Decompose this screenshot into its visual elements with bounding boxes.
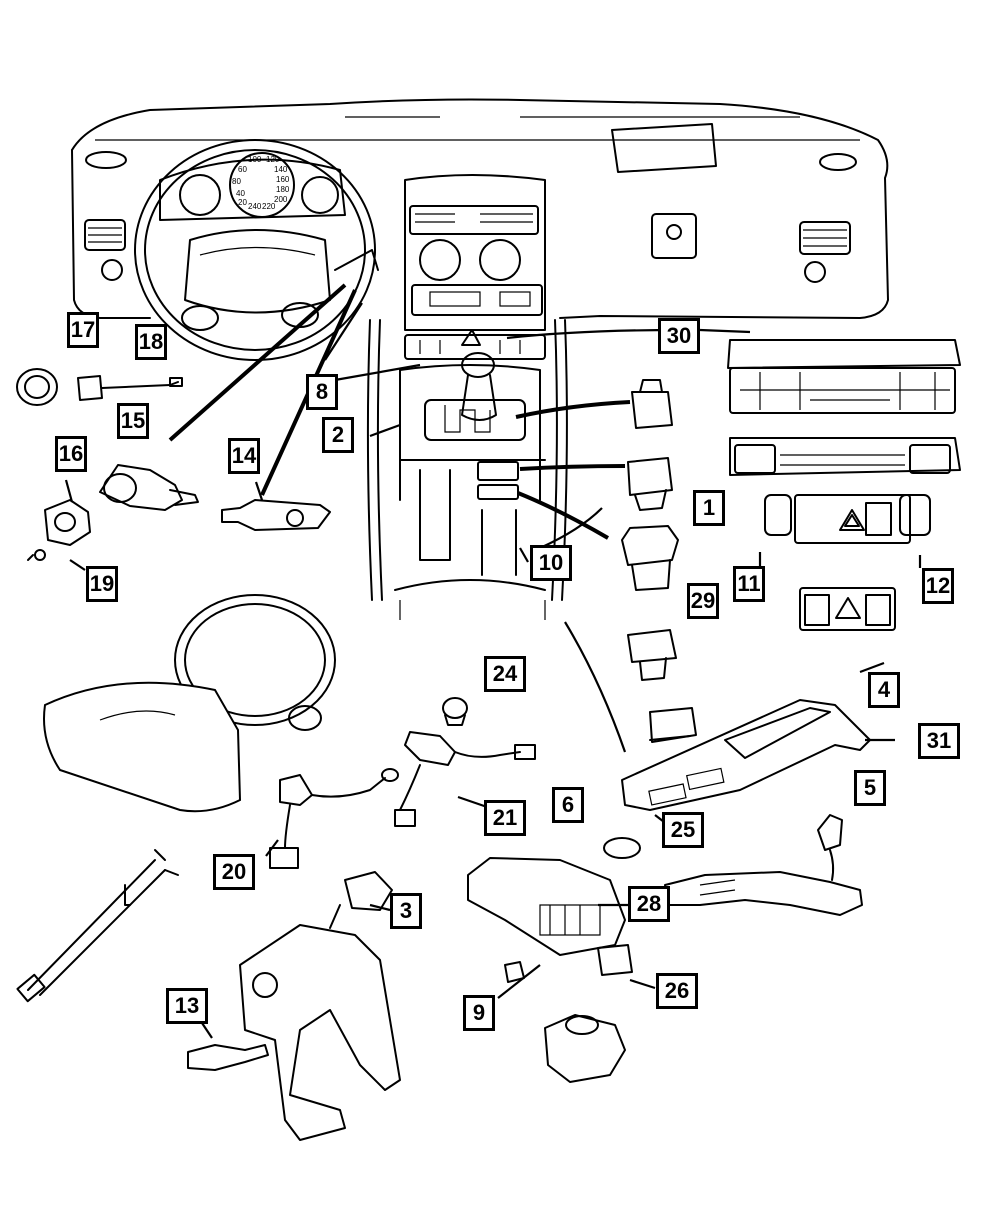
- gauge-mark: 200: [274, 195, 288, 204]
- leader-lines: [64, 283, 922, 1039]
- column-stalk: [664, 814, 863, 916]
- gauge-mark: 40: [236, 189, 245, 198]
- column-switches: [269, 697, 536, 869]
- gauge-mark: 80: [232, 177, 241, 186]
- ignition-parts: [16, 368, 331, 561]
- callout-31: 31: [918, 723, 960, 759]
- callout-3: 3: [390, 893, 422, 929]
- gauge-mark: 140: [274, 165, 288, 174]
- gauge-mark: 220: [262, 202, 276, 211]
- callout-14: 14: [228, 438, 260, 474]
- callout-15: 15: [117, 403, 149, 439]
- callout-30: 30: [658, 318, 700, 354]
- callout-6: 6: [552, 787, 584, 823]
- callout-18: 18: [135, 324, 167, 360]
- callout-25: 25: [662, 812, 704, 848]
- gauge-mark: 240: [248, 202, 262, 211]
- speedometer-markings: 60 80 100 120 140 160 180 200 220 240 40…: [232, 155, 290, 211]
- callout-1: 1: [693, 490, 725, 526]
- callout-5: 5: [854, 770, 886, 806]
- gauge-mark: 180: [276, 185, 290, 194]
- sensor-wire: [16, 849, 179, 1003]
- steering-wheel-airbag: [43, 594, 336, 813]
- console-switches: [621, 379, 697, 743]
- switch-panels: [727, 339, 961, 631]
- callout-4: 4: [868, 672, 900, 708]
- callout-12: 12: [922, 568, 954, 604]
- callout-24: 24: [484, 656, 526, 692]
- callout-29: 29: [687, 583, 719, 619]
- callout-2: 2: [322, 417, 354, 453]
- callout-11: 11: [733, 566, 765, 602]
- gauge-mark: 100: [248, 155, 262, 164]
- callout-17: 17: [67, 312, 99, 348]
- dashboard-illustration: 60 80 100 120 140 160 180 200 220 240 40…: [71, 98, 889, 620]
- callout-9: 9: [463, 995, 495, 1031]
- pedal-assembly: [187, 871, 401, 1141]
- gauge-mark: 20: [238, 198, 247, 207]
- gauge-mark: 120: [266, 155, 280, 164]
- callout-26: 26: [656, 973, 698, 1009]
- callout-19: 19: [86, 566, 118, 602]
- console-trim: [621, 699, 871, 811]
- callout-13: 13: [166, 988, 208, 1024]
- callout-21: 21: [484, 800, 526, 836]
- gauge-mark: 60: [238, 165, 247, 174]
- callout-10: 10: [530, 545, 572, 581]
- callout-8: 8: [306, 374, 338, 410]
- gauge-mark: 160: [276, 175, 290, 184]
- fuse-box: [467, 837, 641, 1083]
- callout-16: 16: [55, 436, 87, 472]
- callout-20: 20: [213, 854, 255, 890]
- callout-28: 28: [628, 886, 670, 922]
